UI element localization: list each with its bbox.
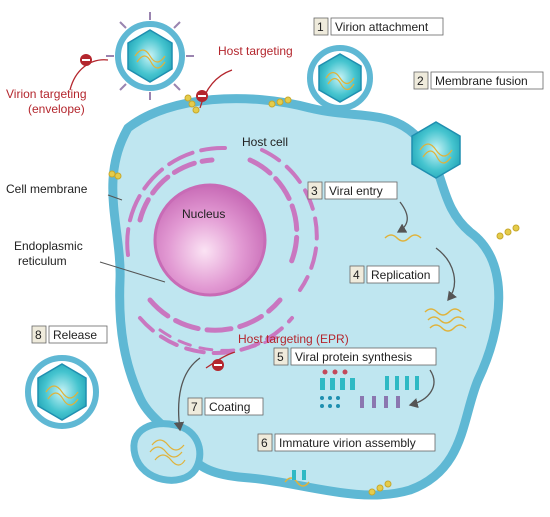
host-targeting-label: Host targeting [218,44,293,58]
step-4: 4 Replication [349,265,440,284]
step-6: 6 Immature virion assembly [257,433,436,452]
svg-text:Membrane fusion: Membrane fusion [435,74,528,88]
virion-fusion-icon [411,121,461,179]
virion-extracellular-icon [115,21,185,91]
svg-text:Viral protein synthesis: Viral protein synthesis [295,350,412,364]
viral-rna-icon [384,234,467,332]
endoplasmic-reticulum [125,145,319,355]
budding-vesicle [130,420,204,484]
nucleus-label: Nucleus [182,207,225,221]
membrane-receptors [108,94,520,496]
step-7: 7 Coating [187,397,264,416]
inhibitor-lines [69,59,236,369]
virion-targeting-label-line1: Virion targeting [6,87,87,101]
virion-released-icon [25,355,99,429]
budding-virion-rna-icon [149,439,186,466]
step-1: 1 Virion attachment [313,17,444,36]
svg-text:Viral entry: Viral entry [329,184,383,198]
viral-proteins-icon [320,369,419,408]
pointer-lines [99,194,166,283]
svg-text:5: 5 [277,350,284,364]
svg-text:Virion attachment: Virion attachment [335,20,429,34]
svg-text:3: 3 [311,184,318,198]
svg-text:Release: Release [53,328,97,342]
svg-text:6: 6 [261,436,268,450]
host-targeting-epr-label: Host targeting (EPR) [238,332,349,346]
svg-text:Replication: Replication [371,268,430,282]
step-2: 2 Membrane fusion [413,71,544,90]
er-label-line2: reticulum [18,254,67,268]
step-8: 8 Release [31,325,108,344]
cell-membrane-label: Cell membrane [6,182,88,196]
svg-text:1: 1 [317,20,324,34]
immature-virion-icon [284,470,310,487]
step-5: 5 Viral protein synthesis [273,347,437,366]
process-arrows [173,201,457,432]
svg-text:7: 7 [191,400,198,414]
nucleus [153,183,267,297]
inhibit-icon [80,54,224,371]
svg-text:2: 2 [417,74,424,88]
virion-targeting-label-line2: (envelope) [28,102,85,116]
svg-text:Immature virion assembly: Immature virion assembly [279,436,416,450]
svg-text:4: 4 [353,268,360,282]
svg-text:8: 8 [35,328,42,342]
step-3: 3 Viral entry [307,181,398,200]
er-label-line1: Endoplasmic [14,239,83,253]
virion-attachment-icon [307,45,373,111]
virion-spikes [106,12,194,100]
host-cell-label: Host cell [242,135,288,149]
svg-text:Coating: Coating [209,400,250,414]
